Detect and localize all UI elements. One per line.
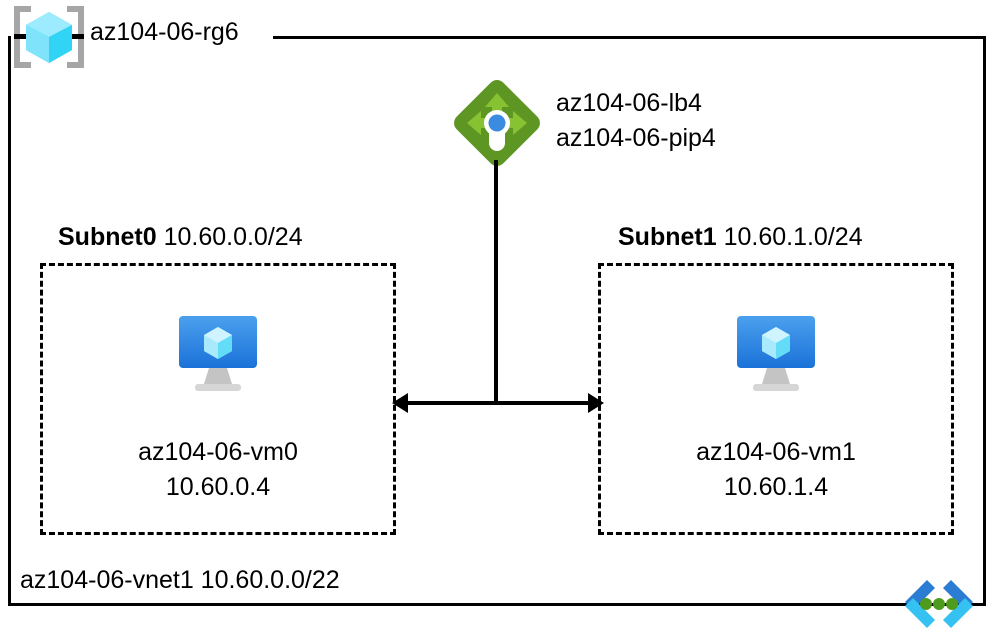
load-balancer-connector-line bbox=[494, 160, 498, 403]
vm1-ip: 10.60.1.4 bbox=[723, 473, 829, 501]
public-ip-name: az104-06-pip4 bbox=[556, 124, 716, 152]
subnet0-box bbox=[40, 263, 396, 535]
subnet-link-line bbox=[396, 401, 596, 405]
load-balancer-icon bbox=[452, 78, 542, 168]
subnet1-title: Subnet1 10.60.1.0/24 bbox=[618, 222, 863, 252]
subnet1-box bbox=[598, 263, 954, 535]
resource-group-border-top bbox=[273, 36, 986, 39]
resource-group-cube-icon bbox=[14, 6, 84, 68]
virtual-machine-icon bbox=[175, 314, 261, 394]
vm0-name: az104-06-vm0 bbox=[138, 438, 298, 466]
vm0-ip: 10.60.0.4 bbox=[165, 473, 271, 501]
arrow-head-left-icon bbox=[392, 393, 408, 413]
subnet1-name: Subnet1 bbox=[618, 223, 717, 251]
subnet0-name: Subnet0 bbox=[58, 223, 157, 251]
virtual-network-icon bbox=[893, 576, 985, 632]
subnet1-cidr: 10.60.1.0/24 bbox=[723, 223, 863, 251]
resource-group-border-left bbox=[8, 36, 11, 606]
resource-group-border-bottom bbox=[8, 603, 986, 606]
load-balancer-name: az104-06-lb4 bbox=[556, 89, 702, 117]
resource-group-border-right bbox=[983, 36, 986, 606]
resource-group-label: az104-06-rg6 bbox=[90, 18, 239, 46]
virtual-machine-icon bbox=[733, 314, 819, 394]
vm1-labels: az104-06-vm1 10.60.1.4 bbox=[598, 435, 954, 505]
subnet0-cidr: 10.60.0.0/24 bbox=[163, 223, 303, 251]
load-balancer-labels: az104-06-lb4 az104-06-pip4 bbox=[556, 86, 716, 156]
vnet-label: az104-06-vnet1 10.60.0.0/22 bbox=[20, 566, 340, 594]
subnet0-title: Subnet0 10.60.0.0/24 bbox=[58, 222, 303, 252]
vm1-name: az104-06-vm1 bbox=[696, 438, 856, 466]
vm0-labels: az104-06-vm0 10.60.0.4 bbox=[40, 435, 396, 505]
